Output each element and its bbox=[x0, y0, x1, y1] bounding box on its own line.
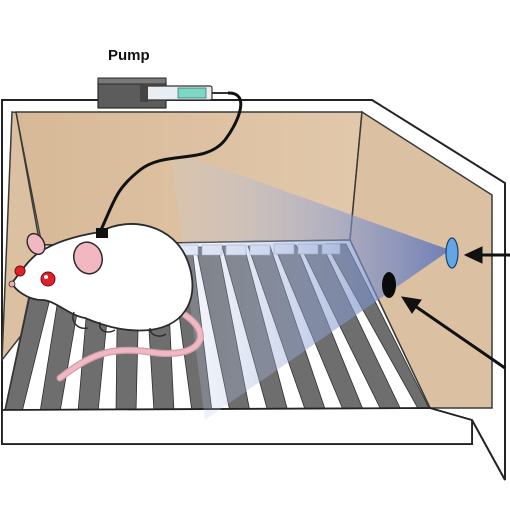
rat-eye bbox=[14, 265, 26, 277]
rat-nose bbox=[8, 280, 16, 288]
rat-ear bbox=[73, 241, 103, 275]
head-connector bbox=[96, 228, 108, 238]
cage-corner-line bbox=[15, 111, 43, 246]
light-beam bbox=[170, 150, 450, 420]
cue-light bbox=[445, 237, 459, 269]
rat-ear bbox=[26, 232, 46, 256]
rat-foot bbox=[149, 327, 167, 337]
arrow-icon bbox=[463, 246, 510, 264]
syringe-pump-icon bbox=[97, 77, 228, 109]
rat-icon bbox=[8, 223, 204, 382]
cage-front-lip bbox=[1, 407, 473, 445]
arrow-icon bbox=[400, 296, 506, 370]
nose-poke-hole bbox=[382, 272, 396, 298]
rat-foot bbox=[99, 321, 116, 333]
pump-label: Pump bbox=[108, 47, 150, 64]
rat-eye bbox=[40, 271, 56, 287]
pump-tubing bbox=[98, 91, 243, 233]
rat-foot bbox=[72, 311, 89, 329]
